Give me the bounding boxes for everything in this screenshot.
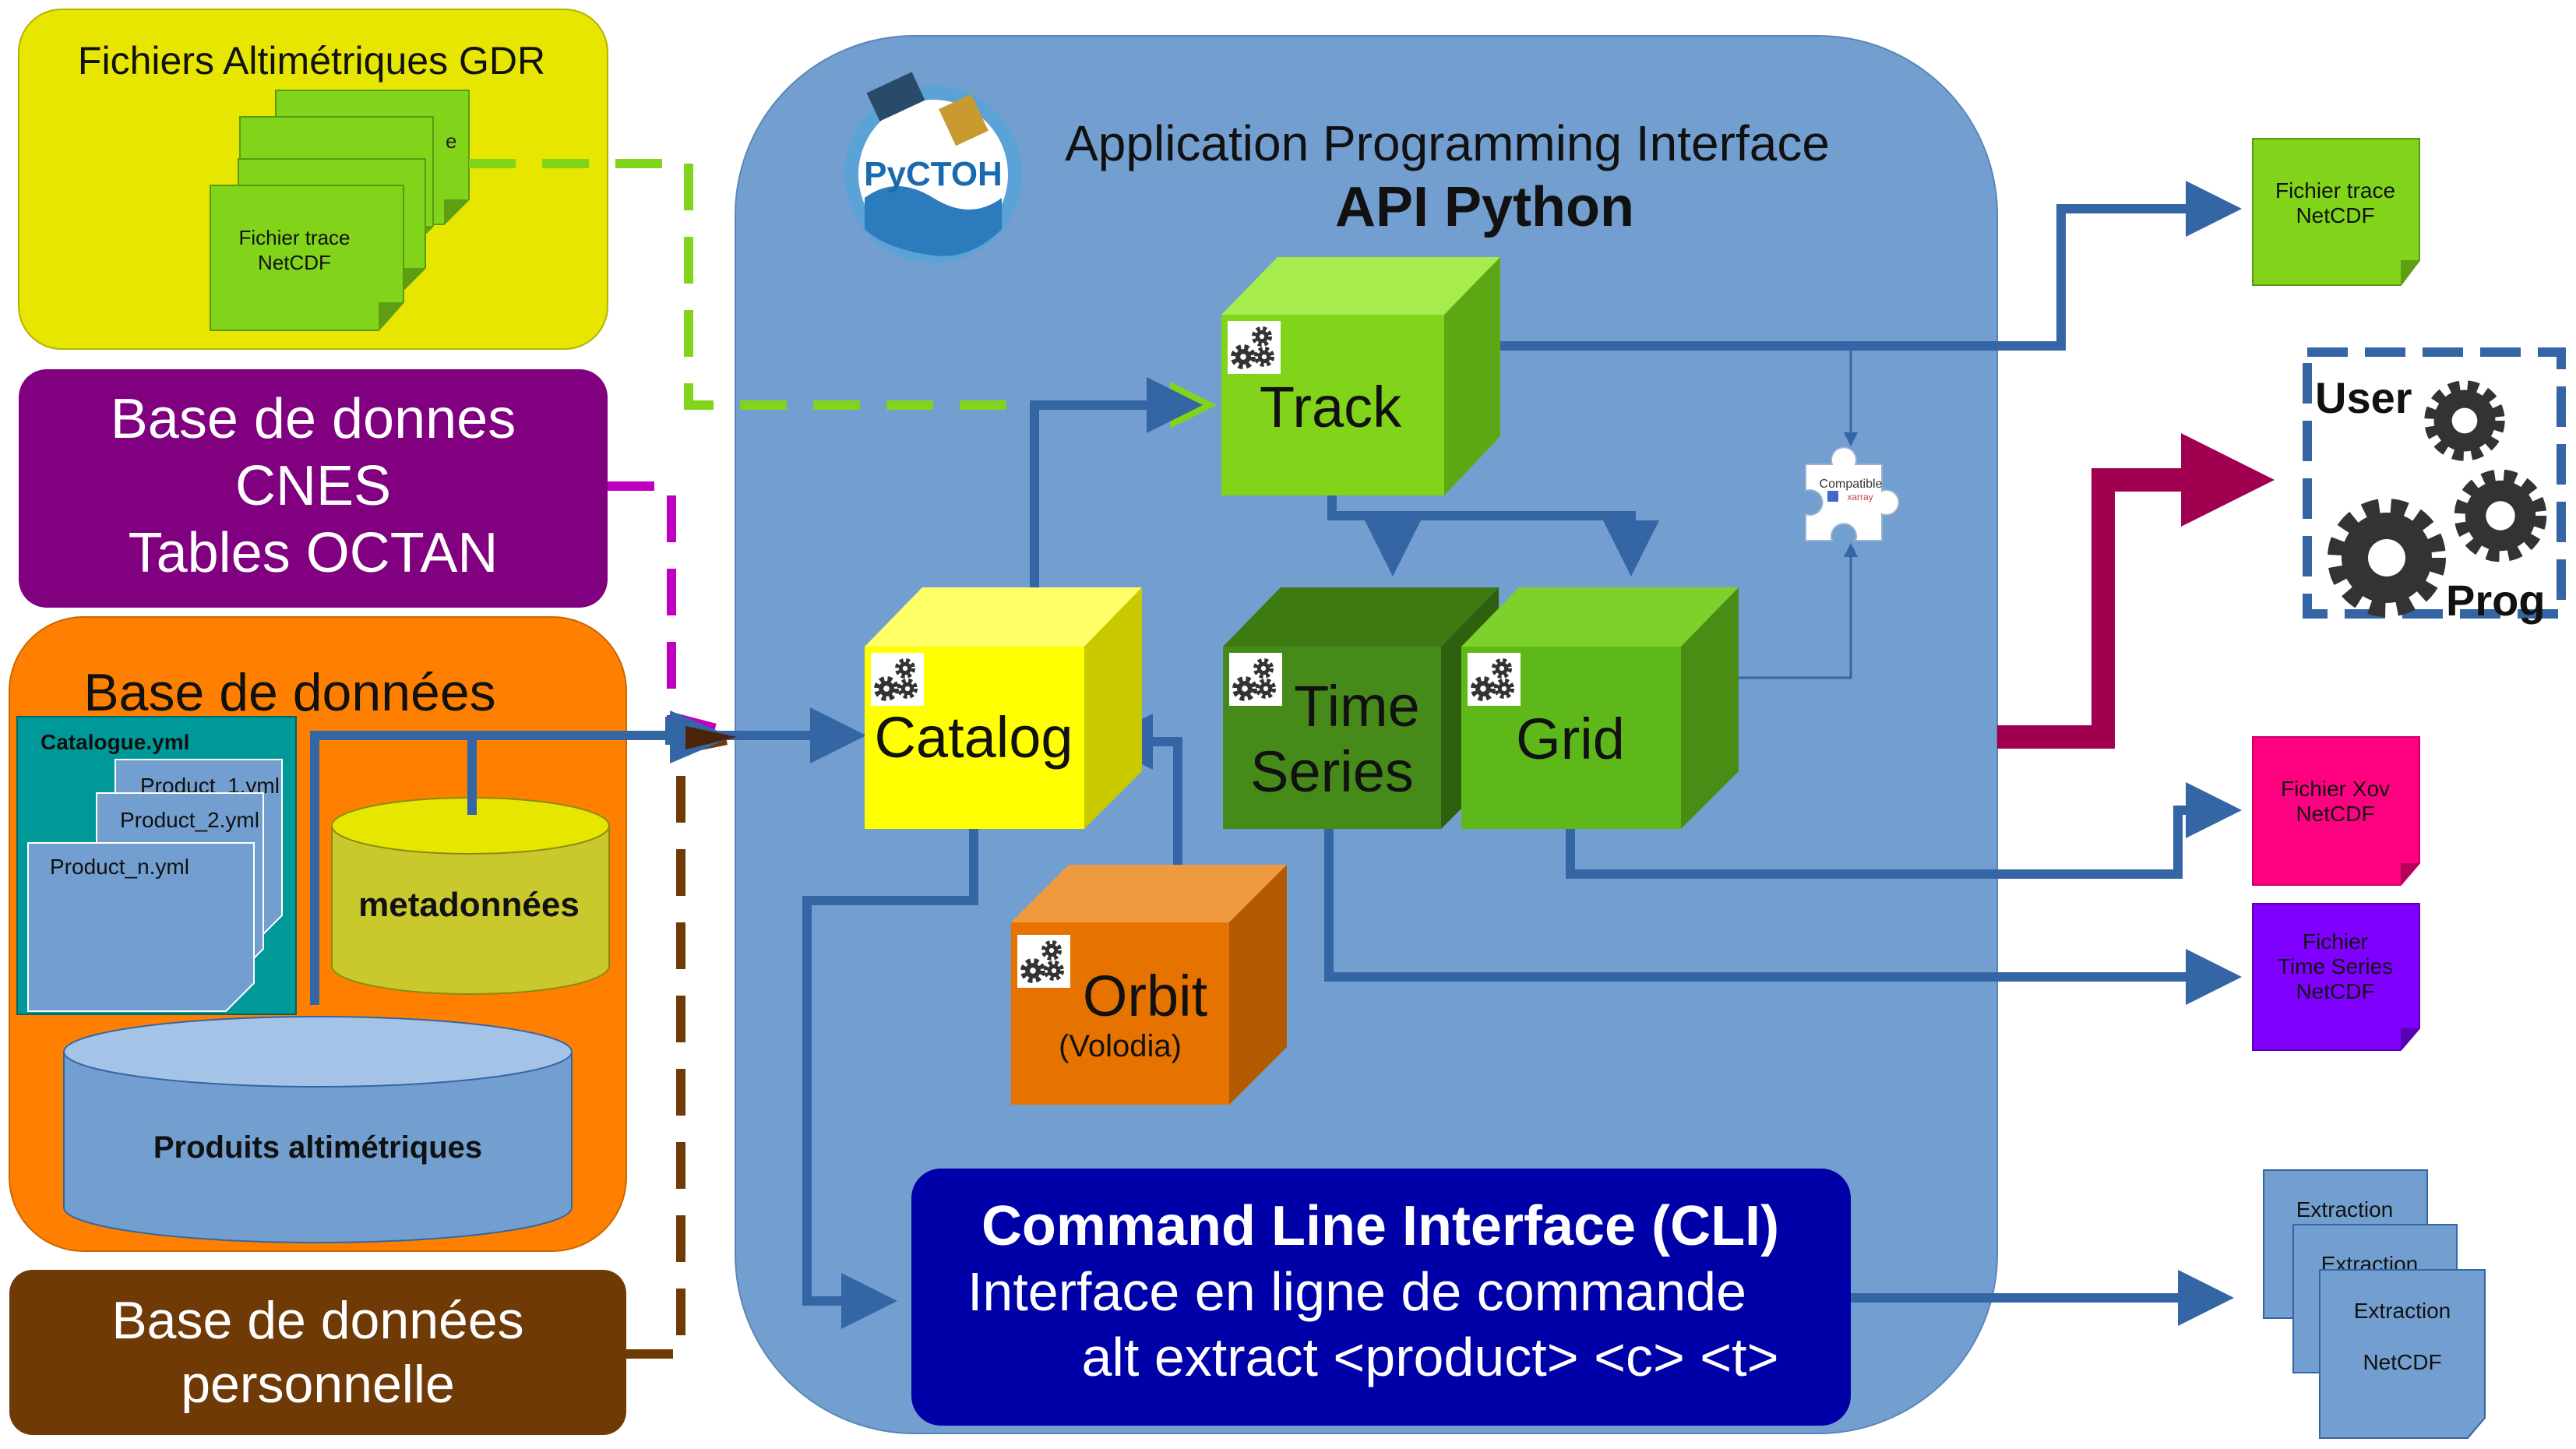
connectors xyxy=(310,159,2275,1359)
personal-to-catalog-line xyxy=(626,734,737,1359)
ts-line2: Time Series xyxy=(2278,954,2393,978)
gdr-to-track-arrow xyxy=(469,159,1217,428)
product2-label: Product_2.yml xyxy=(120,808,259,832)
puzzle-line2: xarray xyxy=(1847,492,1873,502)
trace-netcdf-file: Fichier trace NetCDF xyxy=(2252,138,2420,286)
track-to-puzzle-line xyxy=(1500,344,1858,446)
timeseries-to-ts-arrow xyxy=(1324,829,2242,1005)
products-cylinder: Produits altimétriques xyxy=(63,1016,573,1243)
api-subtitle: API Python xyxy=(1335,176,1634,238)
cli-line1: Interface en ligne de commande xyxy=(967,1261,1746,1322)
cnes-line1: Base de donnes xyxy=(111,388,516,450)
timeseries-module: Time Series xyxy=(1223,587,1499,829)
trace-line2: NetCDF xyxy=(2296,203,2374,227)
api-title: Application Programming Interface xyxy=(1065,115,1830,171)
cnes-to-catalog-line xyxy=(608,481,745,740)
gdr-front-line1: Fichier trace xyxy=(238,226,350,249)
extraction-front2: NetCDF xyxy=(2363,1350,2441,1374)
orbit-sublabel: (Volodia) xyxy=(1059,1029,1182,1063)
track-to-grid-arrow xyxy=(1332,511,1659,576)
user-label: User xyxy=(2315,373,2412,422)
ts-line1: Fichier xyxy=(2303,929,2368,954)
database-title: Base de données xyxy=(83,663,495,722)
catalog-gears-icon xyxy=(871,653,924,706)
gdr-files-box: Fichiers Altimétriques GDR e ce e Fichie… xyxy=(18,9,608,350)
timeseries-line1: Time xyxy=(1294,674,1420,739)
catalogue-yml-stack: Catalogue.yml Product_1.yml Product_2.ym… xyxy=(16,716,297,1015)
puzzle-line1: Compatible xyxy=(1820,478,1883,491)
cnes-line2: CNES xyxy=(235,455,391,517)
track-module: Track xyxy=(1221,257,1500,495)
ts-line3: NetCDF xyxy=(2296,979,2374,1003)
track-gears-icon xyxy=(1228,321,1281,374)
cnes-line3: Tables OCTAN xyxy=(129,522,499,584)
logo-text: PyCTOH xyxy=(864,155,1003,193)
cli-box: Command Line Interface (CLI) Interface e… xyxy=(911,1169,1851,1426)
grid-label: Grid xyxy=(1516,707,1625,771)
prog-label: Prog xyxy=(2446,576,2546,625)
productn-label: Product_n.yml xyxy=(50,855,189,879)
orbit-gears-icon xyxy=(1017,935,1070,988)
xov-netcdf-file: Fichier Xov NetCDF xyxy=(2252,736,2420,886)
personal-database-box: Base de données personnelle xyxy=(9,1270,626,1435)
extraction-file-stack: Extraction Extraction Extraction NetCDF xyxy=(2263,1169,2486,1439)
catalog-module: Catalog xyxy=(865,587,1142,829)
orbit-module: Orbit (Volodia) xyxy=(1011,865,1287,1105)
cli-title: Command Line Interface (CLI) xyxy=(981,1195,1779,1257)
xov-line1: Fichier Xov xyxy=(2281,777,2390,801)
catalogue-label: Catalogue.yml xyxy=(41,730,189,754)
gdr-front-line2: NetCDF xyxy=(258,251,331,274)
personal-line1: Base de données xyxy=(111,1291,523,1350)
catalog-label: Catalog xyxy=(874,705,1073,770)
satellite-logo: PyCTOH xyxy=(844,72,1022,263)
cnes-database-box: Base de donnes CNES Tables OCTAN xyxy=(19,369,608,608)
gdr-title: Fichiers Altimétriques GDR xyxy=(78,39,545,83)
track-label: Track xyxy=(1260,375,1402,439)
timeseries-gears-icon xyxy=(1229,653,1282,706)
user-prog-panel: User Prog xyxy=(2303,347,2566,625)
puzzle-icon: Compatible xarray xyxy=(1805,446,1900,541)
timeseries-netcdf-file: Fichier Time Series NetCDF xyxy=(2252,903,2420,1051)
extraction-front1: Extraction xyxy=(2354,1299,2451,1323)
metadata-cylinder: metadonnées xyxy=(331,797,610,995)
orbit-label: Orbit xyxy=(1083,964,1208,1028)
metadata-label: metadonnées xyxy=(358,886,580,924)
timeseries-line2: Series xyxy=(1250,739,1414,804)
grid-to-puzzle-line xyxy=(1739,543,1858,679)
cli-line2: alt extract <product> <c> <t> xyxy=(1082,1327,1779,1387)
gdr-back-text-1: e xyxy=(446,129,456,153)
trace-line1: Fichier trace xyxy=(2275,178,2395,203)
grid-to-xov-arrow xyxy=(1566,782,2242,879)
catalog-to-cli-arrow xyxy=(802,829,978,1329)
grid-module: Grid xyxy=(1461,587,1739,829)
catalog-to-track-arrow xyxy=(1030,377,1203,587)
extraction-back1: Extraction xyxy=(2296,1197,2394,1222)
products-label: Produits altimétriques xyxy=(153,1130,482,1165)
api-to-user-arrow xyxy=(1997,433,2275,749)
personal-line2: personnelle xyxy=(181,1355,455,1414)
xov-line2: NetCDF xyxy=(2296,802,2374,826)
gdr-file-stack: e ce e Fichier trace NetCDF xyxy=(210,90,470,331)
grid-gears-icon xyxy=(1468,653,1521,706)
